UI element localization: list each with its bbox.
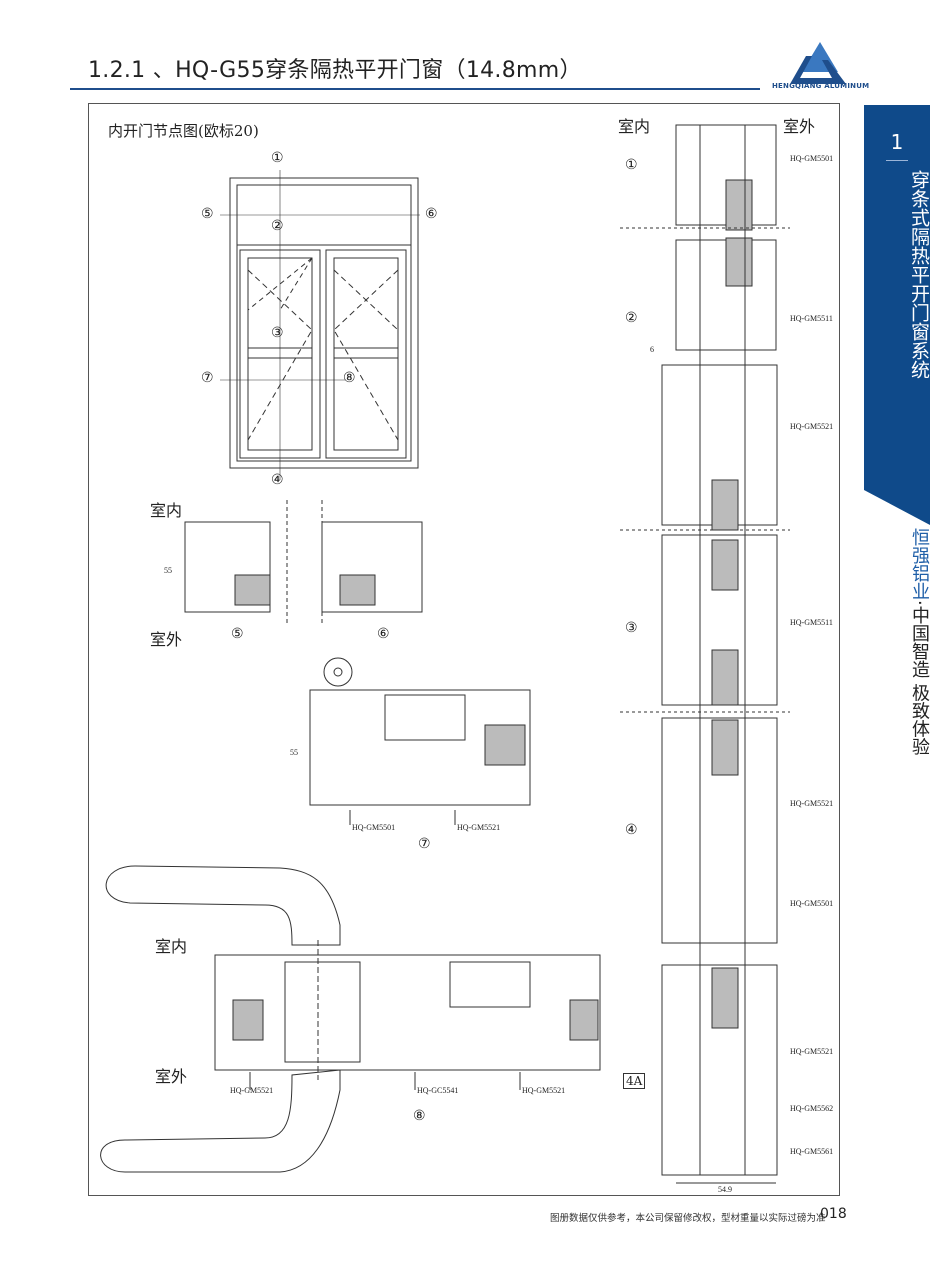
- code-gc5541: HQ-GC5541: [417, 1086, 459, 1095]
- vertical-section: [620, 125, 790, 1183]
- section-label-5: ⑤: [231, 626, 244, 642]
- label-indoor-8: 室内: [155, 937, 188, 956]
- marker-7: ⑦: [201, 370, 214, 386]
- drawing-frame: [88, 103, 840, 1196]
- marker-5: ⑤: [201, 206, 214, 222]
- chapter-tab: [864, 105, 930, 525]
- section-label-4: ④: [625, 822, 638, 838]
- dimension-55-a: 55: [164, 566, 172, 575]
- marker-2: ②: [271, 218, 284, 234]
- marker-8: ⑧: [343, 370, 356, 386]
- dimension-width: 54.9: [718, 1185, 732, 1194]
- chapter-number: 1: [890, 130, 904, 154]
- code-gm5562: HQ-GM5562: [790, 1104, 834, 1113]
- code-gm5511-a: HQ-GM5511: [790, 314, 833, 323]
- code-gm5521-c: HQ-GM5521: [790, 1047, 834, 1056]
- chapter-title: 穿条式隔热平开门窗系统: [908, 170, 930, 379]
- label-indoor: 室内: [618, 117, 651, 136]
- section-label-6: ⑥: [377, 626, 390, 642]
- marker-1: ①: [271, 150, 284, 166]
- section-label-3: ③: [625, 620, 638, 636]
- section-7: [310, 658, 530, 825]
- slogan-text: 中国智造 极致体验: [909, 605, 930, 756]
- label-outdoor-56: 室外: [150, 630, 183, 649]
- section-5-6: [185, 500, 422, 625]
- marker-6: ⑥: [425, 206, 438, 222]
- code-gm5521-8a: HQ-GM5521: [230, 1086, 274, 1095]
- label-indoor-56: 室内: [150, 501, 183, 520]
- section-label-8: ⑧: [413, 1108, 426, 1124]
- marker-4: ④: [271, 472, 284, 488]
- page-number: 018: [820, 1206, 847, 1222]
- page-title: 1.2.1 、HQ-G55穿条隔热平开门窗（14.8mm）: [88, 58, 582, 83]
- hengqiang-logo: [790, 42, 846, 84]
- slogan-separator: ·: [909, 600, 930, 606]
- chapter-divider: [886, 160, 908, 161]
- code-gm5511-b: HQ-GM5511: [790, 618, 833, 627]
- code-gm5521-b: HQ-GM5521: [790, 799, 834, 808]
- dimension-6: 6: [650, 345, 654, 354]
- code-gm5501-a: HQ-GM5501: [790, 154, 834, 163]
- code-gm5561: HQ-GM5561: [790, 1147, 834, 1156]
- section-label-7: ⑦: [418, 836, 431, 852]
- section-label-2: ②: [625, 310, 638, 326]
- drawing-caption: 内开门节点图(欧标20): [108, 122, 259, 140]
- code-gm5501-7: HQ-GM5501: [352, 823, 396, 832]
- section-label-1: ①: [625, 157, 638, 173]
- section-label-4a: 4A: [623, 1073, 646, 1089]
- slogan-brand: 恒强铝业: [909, 528, 930, 600]
- door-elevation: [220, 170, 420, 480]
- code-gm5521-7: HQ-GM5521: [457, 823, 501, 832]
- slogan: 恒强铝业 · 中国智造 极致体验: [864, 528, 930, 755]
- section-8: [101, 866, 600, 1172]
- code-gm5501-b: HQ-GM5501: [790, 899, 834, 908]
- footer-note: 图册数据仅供参考，本公司保留修改权，型材重量以实际过磅为准: [550, 1213, 826, 1224]
- label-outdoor: 室外: [783, 117, 816, 136]
- label-outdoor-8: 室外: [155, 1067, 188, 1086]
- code-gm5521-a: HQ-GM5521: [790, 422, 834, 431]
- title-underline: [70, 88, 760, 90]
- code-gm5521-8b: HQ-GM5521: [522, 1086, 566, 1095]
- marker-3: ③: [271, 325, 284, 341]
- logo-text: HENGQIANG ALUMINUM: [772, 82, 870, 90]
- dimension-55-b: 55: [290, 748, 298, 757]
